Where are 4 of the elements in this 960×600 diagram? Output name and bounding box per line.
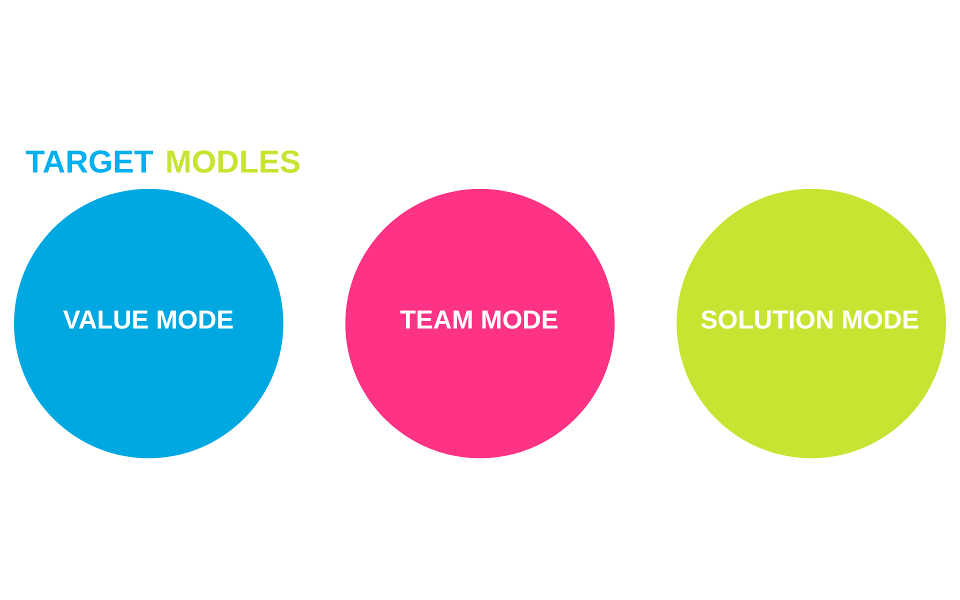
node-circle: SOLUTION MODE	[676, 188, 946, 458]
diagram-title: TARGET MODLES	[26, 142, 301, 179]
node-circle: TEAM MODE	[345, 188, 615, 458]
node-circle: VALUE MODE	[14, 188, 284, 458]
